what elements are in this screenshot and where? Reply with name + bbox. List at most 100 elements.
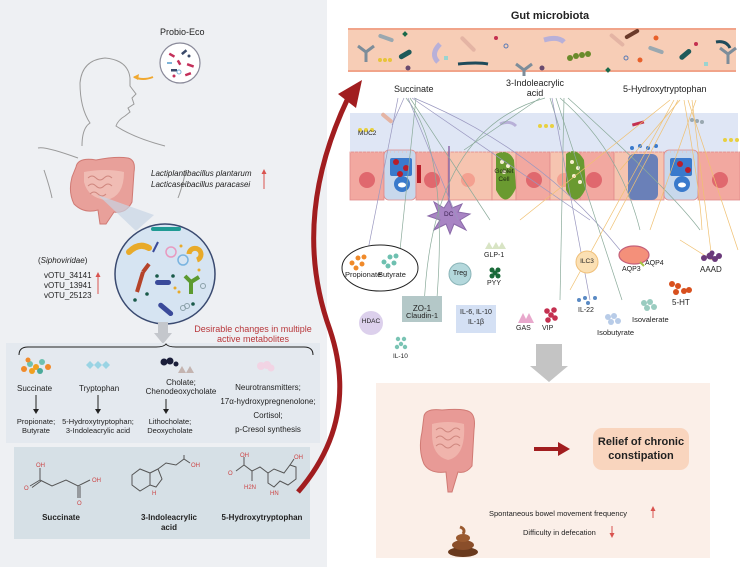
stool-icon bbox=[448, 525, 478, 557]
aaad-label: AAAD bbox=[700, 265, 722, 274]
hdac-icon bbox=[359, 311, 383, 335]
isovalerate-icon bbox=[641, 299, 657, 311]
votu-2: vOTU_13941 bbox=[44, 281, 92, 290]
gas-label: GAS bbox=[516, 325, 531, 332]
bacterium-label-2: Lacticaseibacillus paracasei bbox=[151, 180, 251, 189]
aqp3-label: AQP3 bbox=[622, 266, 641, 273]
iaa-label-2: acid bbox=[526, 88, 544, 98]
succinate-molecules-icon bbox=[21, 357, 51, 374]
neuro-line-2: 17α-hydroxypregnenolone; bbox=[220, 397, 316, 406]
cytokine-box bbox=[456, 305, 496, 333]
hydroxytryptophan-structure: OH O H2N HN OH bbox=[228, 453, 303, 497]
hn-label: HN bbox=[270, 491, 279, 497]
goblet-cell-label-1: Goblet bbox=[494, 168, 514, 175]
effect-defecation-difficulty: Difficulty in defecation bbox=[523, 528, 596, 537]
human-silhouette-icon bbox=[37, 57, 187, 199]
healthy-colon-icon bbox=[419, 408, 475, 493]
gut-lumen-band bbox=[348, 28, 736, 72]
phage-family-label: (Siphoviridae) bbox=[38, 256, 88, 265]
mucus-layer bbox=[350, 113, 738, 153]
h-label: H bbox=[152, 491, 156, 497]
metabolite-succinate: Succinate bbox=[17, 384, 53, 393]
structure-succinate-label: Succinate bbox=[42, 513, 80, 522]
aaad-icon bbox=[701, 250, 722, 262]
aqp3-icon bbox=[618, 245, 650, 267]
microbiome-circle-icon bbox=[114, 223, 216, 325]
probio-eco-label: Probio-Eco bbox=[160, 27, 205, 37]
indoleacrylic-acid-structure: H OH bbox=[131, 455, 200, 497]
muc2-label: MUC2 bbox=[358, 130, 377, 137]
cytokine-label-1: IL-6, IL-10 bbox=[460, 309, 492, 316]
phage-family-name: Siphoviridae bbox=[40, 256, 85, 265]
up-arrow-icon bbox=[650, 506, 656, 518]
pyy-label: PYY bbox=[487, 280, 502, 287]
curved-flow-arrow bbox=[296, 80, 362, 494]
product-propionate: Propionate; bbox=[16, 417, 56, 426]
neuro-line-1: Neurotransmitters; bbox=[235, 383, 301, 392]
up-arrow-icon bbox=[261, 169, 267, 189]
isovalerate-label: Isovalerate bbox=[632, 315, 669, 324]
5htp-label: 5-Hydroxytryptophan bbox=[623, 84, 707, 94]
neuro-line-3: Cortisol; bbox=[253, 411, 283, 420]
pathway-arrows bbox=[367, 97, 739, 311]
isobutyrate-icon bbox=[605, 313, 621, 325]
probiotic-capsule-icon bbox=[159, 42, 201, 84]
il10-label: IL-10 bbox=[393, 353, 408, 360]
vip-icon bbox=[544, 307, 558, 323]
neurotransmitter-molecules-icon bbox=[257, 361, 275, 372]
5ht-icon bbox=[669, 281, 692, 295]
propionate-butyrate-ellipse bbox=[341, 244, 419, 292]
relief-line-2: constipation bbox=[608, 450, 674, 462]
hdac-label: HDAC bbox=[361, 318, 381, 325]
gut-microbiota-title: Gut microbiota bbox=[510, 10, 590, 22]
h2n-label: H2N bbox=[244, 485, 256, 491]
succinate-label: Succinate bbox=[394, 84, 434, 94]
product-butyrate: Butyrate bbox=[22, 426, 50, 435]
magnify-wedge bbox=[98, 195, 154, 231]
relief-line-1: Relief of chronic bbox=[597, 436, 685, 448]
o-label: O bbox=[228, 471, 233, 477]
bacterium-label-1: Lactiplantibacillus plantarum bbox=[151, 169, 252, 178]
changes-caption-1: Desirable changes in multiple bbox=[194, 324, 312, 334]
cytokine-label-2: IL-1β bbox=[467, 319, 485, 326]
il10-molecules-icon bbox=[394, 336, 408, 350]
structure-iaa-label-1: 3-Indoleacrylic bbox=[140, 513, 198, 522]
glp1-icon bbox=[485, 242, 506, 249]
tight-junction-box: ZO-1 bbox=[402, 296, 442, 322]
product-5htp: 5-Hydroxytryptophan; bbox=[62, 417, 134, 426]
grouping-brace bbox=[18, 343, 314, 356]
structure-5htp-label: 5-Hydroxytryptophan bbox=[221, 513, 303, 522]
succinate-structure: OH O OH O bbox=[24, 463, 101, 507]
product-deoxycholate: Deoxycholate bbox=[147, 426, 193, 435]
metabolite-chenodeoxycholate: Chenodeoxycholate bbox=[145, 387, 217, 396]
o-label: O bbox=[77, 501, 82, 507]
chemical-structures-panel bbox=[14, 447, 310, 539]
propionate-label: Propionate bbox=[345, 270, 382, 279]
butyrate-label: Butyrate bbox=[378, 270, 406, 279]
tryptophan-molecules-icon bbox=[86, 361, 110, 369]
votu-3: vOTU_25123 bbox=[44, 291, 92, 300]
oh-label: OH bbox=[92, 478, 101, 484]
treg-label: Treg bbox=[452, 270, 468, 277]
product-iaa: 3-Indoleacrylic acid bbox=[65, 426, 131, 435]
ilc3-cell-icon bbox=[575, 250, 599, 274]
il22-label: IL-22 bbox=[578, 307, 594, 314]
oh-label: OH bbox=[240, 453, 249, 459]
changes-caption-2: active metabolites bbox=[216, 334, 290, 344]
intake-arrow-icon bbox=[133, 74, 154, 80]
oh-label: OH bbox=[36, 463, 45, 469]
goblet-cell-label-2: Cell bbox=[498, 176, 510, 183]
dc-label: DC bbox=[444, 211, 454, 218]
conversion-arrows bbox=[33, 395, 169, 414]
il22-icon bbox=[577, 296, 597, 305]
gut-microbes-icons bbox=[357, 29, 737, 76]
oh-label: OH bbox=[191, 463, 200, 469]
iaa-label-1: 3-Indoleacrylic bbox=[505, 78, 565, 88]
metabolite-cholate: Cholate; bbox=[166, 378, 196, 387]
structure-iaa-label-2: acid bbox=[160, 523, 177, 532]
right-arrow-icon bbox=[534, 442, 570, 456]
aqp4-label: AQP4 bbox=[645, 260, 664, 267]
oh-label: OH bbox=[294, 455, 303, 461]
zo1-label: ZO-1 bbox=[412, 304, 432, 313]
gas-icon bbox=[518, 313, 534, 323]
